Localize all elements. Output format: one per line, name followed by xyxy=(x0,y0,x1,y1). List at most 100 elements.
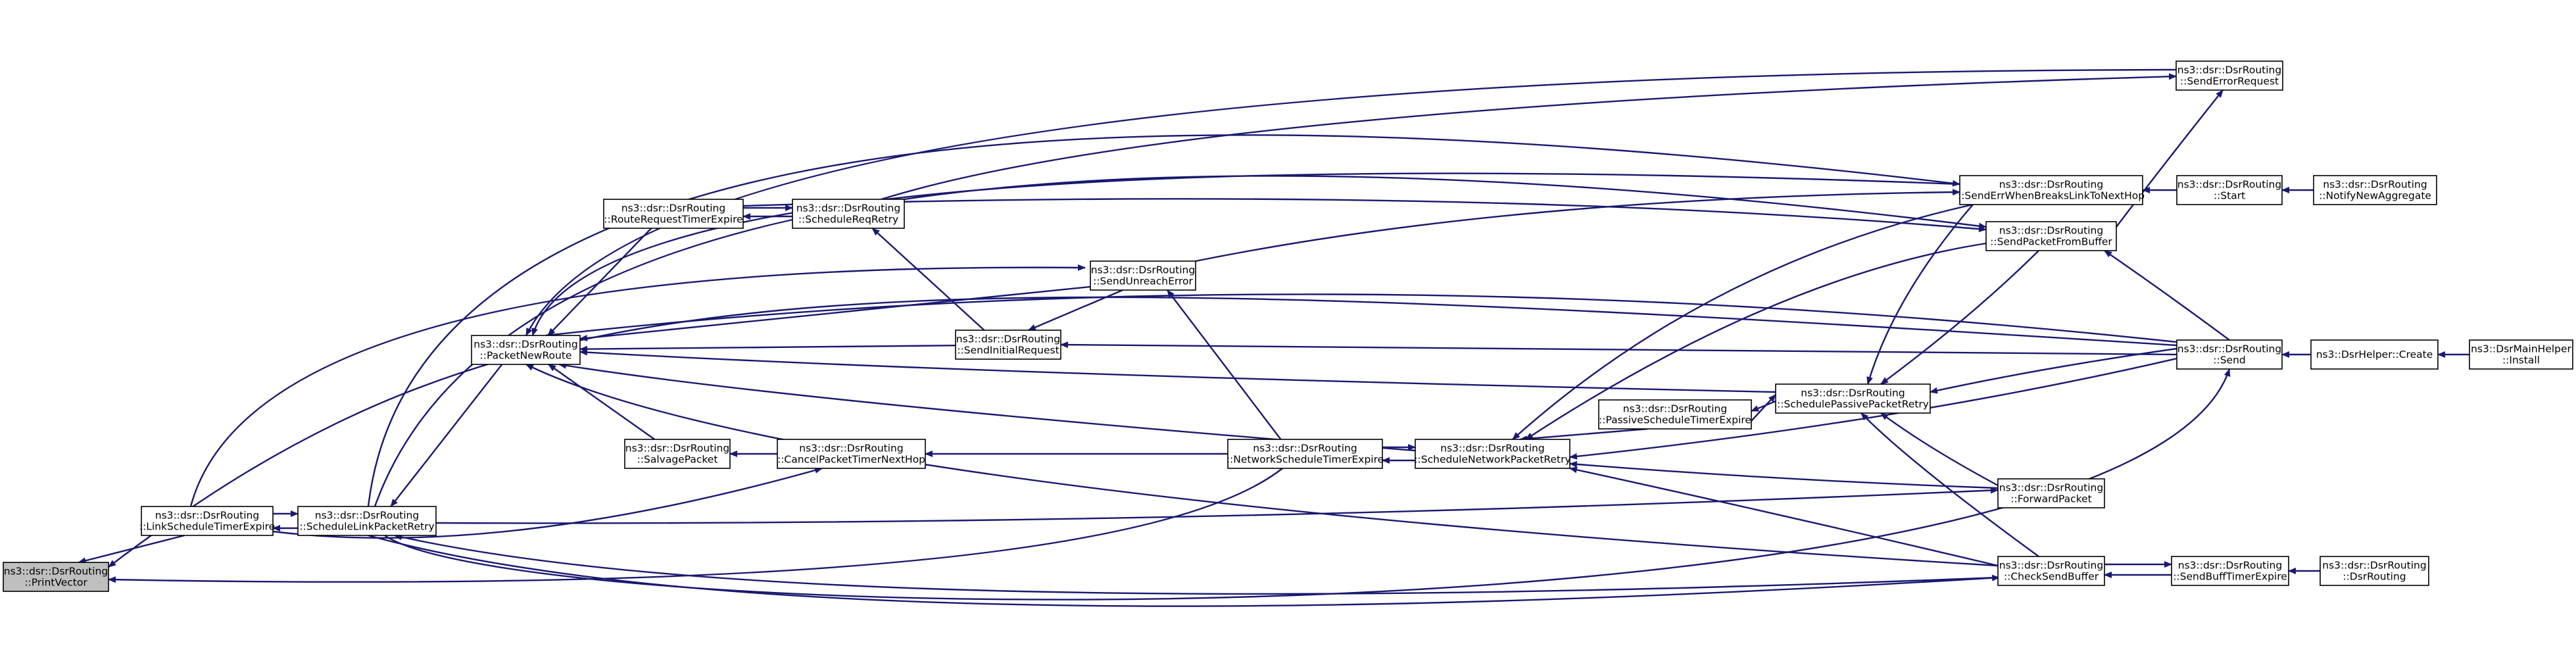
node-label-dsrrouting-1: ::DsrRouting xyxy=(2343,571,2406,583)
node-printvector[interactable]: ns3::dsr::DsrRouting::PrintVector xyxy=(3,562,109,592)
node-label-sendbufftimerexpire-0: ns3::dsr::DsrRouting xyxy=(2178,560,2282,572)
node-box-printvector xyxy=(3,562,109,592)
node-box-schedulepassivepacketretry xyxy=(1775,383,1931,414)
node-box-start xyxy=(2176,175,2283,205)
node-label-dsrrouting-0: ns3::dsr::DsrRouting xyxy=(2322,560,2426,572)
node-dsrrouting[interactable]: ns3::dsr::DsrRouting::DsrRouting xyxy=(2320,556,2429,586)
node-label-sendunreacherror-0: ns3::dsr::DsrRouting xyxy=(1091,264,1195,276)
node-box-dsrmainhelperinstall xyxy=(2469,339,2573,370)
edge-sendpacketfrombuffer-to-schedulepassivepacketretry xyxy=(1880,250,2039,385)
edge-senderrorrequest-to-packetnewroute xyxy=(525,68,2177,336)
node-label-senderrorrequest-0: ns3::dsr::DsrRouting xyxy=(2177,64,2281,76)
node-box-linkscheduletimerexpire xyxy=(141,506,274,536)
node-label-schedulereqretry-1: ::ScheduleReqRetry xyxy=(798,214,898,226)
node-label-notifynewaggregate-0: ns3::dsr::DsrRouting xyxy=(2323,179,2427,191)
edge-checksendbuffer-to-schedulepassivepacketretry xyxy=(1860,412,2039,557)
node-label-routerequesttimerexpire-1: ::RouteRequestTimerExpire xyxy=(604,214,742,226)
node-label-sendpacketfrombuffer-0: ns3::dsr::DsrRouting xyxy=(1999,225,2103,237)
node-sendbufftimerexpire[interactable]: ns3::dsr::DsrRouting::SendBuffTimerExpir… xyxy=(2171,556,2289,586)
node-label-start-0: ns3::dsr::DsrRouting xyxy=(2177,179,2281,191)
node-box-packetnewroute xyxy=(471,335,581,365)
edge-senderrwhenbreakslinktonexthop-to-schedulenetworkpacketretry xyxy=(1512,203,1974,440)
node-label-salvagepacket-0: ns3::dsr::DsrRouting xyxy=(625,443,729,455)
edge-checksendbuffer-to-schedulelinkpacketretry xyxy=(394,533,1999,595)
node-label-schedulepassivepacketretry-0: ns3::dsr::DsrRouting xyxy=(1801,387,1905,399)
node-schedulereqretry[interactable]: ns3::dsr::DsrRouting::ScheduleReqRetry xyxy=(792,199,905,229)
node-label-packetnewroute-1: ::PacketNewRoute xyxy=(480,350,572,362)
node-label-senderrwhenbreakslinktonexthop-1: ::SendErrWhenBreaksLinkToNextHop xyxy=(1958,190,2145,202)
node-forwardpacket[interactable]: ns3::dsr::DsrRouting::ForwardPacket xyxy=(1997,478,2105,508)
node-box-senderrwhenbreakslinktonexthop xyxy=(1959,175,2143,205)
node-schedulepassivepacketretry[interactable]: ns3::dsr::DsrRouting::SchedulePassivePac… xyxy=(1775,383,1931,414)
node-label-dsrmainhelperinstall-1: ::Install xyxy=(2502,355,2540,366)
edge-sendunreacherror-to-sendinitialrequest xyxy=(1027,289,1123,332)
node-label-packetnewroute-0: ns3::dsr::DsrRouting xyxy=(474,339,577,351)
edge-checksendbuffer-to-schedulenetworkpacketretry xyxy=(1569,466,1999,567)
node-passivescheduletimerexpire[interactable]: ns3::dsr::DsrRouting::PassiveScheduleTim… xyxy=(1598,399,1752,430)
node-box-sendinitialrequest xyxy=(955,330,1061,360)
node-sendpacketfrombuffer[interactable]: ns3::dsr::DsrRouting::SendPacketFromBuff… xyxy=(1985,221,2117,251)
node-label-schedulepassivepacketretry-1: ::SchedulePassivePacketRetry xyxy=(1777,399,1929,410)
node-linkscheduletimerexpire[interactable]: ns3::dsr::DsrRouting::LinkScheduleTimerE… xyxy=(139,506,275,536)
node-label-checksendbuffer-1: ::CheckSendBuffer xyxy=(2004,571,2099,583)
node-cancelpackettimernexthop[interactable]: ns3::dsr::DsrRouting::CancelPacketTimerN… xyxy=(777,439,926,469)
node-networkscheduletimerexpire[interactable]: ns3::dsr::DsrRouting::NetworkScheduleTim… xyxy=(1227,439,1384,469)
node-box-sendpacketfrombuffer xyxy=(1985,221,2117,251)
node-label-send-1: ::Send xyxy=(2213,355,2245,366)
node-sendunreacherror[interactable]: ns3::dsr::DsrRouting::SendUnreachError xyxy=(1090,260,1196,291)
node-label-printvector-1: ::PrintVector xyxy=(24,577,87,589)
node-label-dsrhelpercreate-0: ns3::DsrHelper::Create xyxy=(2316,349,2433,360)
node-dsrmainhelperinstall[interactable]: ns3::DsrMainHelper::Install xyxy=(2469,339,2573,370)
edge-sendunreacherror-to-packetnewroute xyxy=(579,285,1091,341)
edge-sendunreacherror-to-senderrwhenbreakslinktonexthop xyxy=(1195,189,1960,262)
node-senderrwhenbreakslinktonexthop[interactable]: ns3::dsr::DsrRouting::SendErrWhenBreaksL… xyxy=(1958,175,2145,205)
node-sendinitialrequest[interactable]: ns3::dsr::DsrRouting::SendInitialRequest xyxy=(955,330,1061,360)
node-box-routerequesttimerexpire xyxy=(603,199,744,229)
node-label-schedulereqretry-0: ns3::dsr::DsrRouting xyxy=(796,203,900,214)
node-send[interactable]: ns3::dsr::DsrRouting::Send xyxy=(2176,339,2283,370)
node-schedulenetworkpacketretry[interactable]: ns3::dsr::DsrRouting::ScheduleNetworkPac… xyxy=(1414,439,1571,469)
edge-sendpacketfrombuffer-to-senderrorrequest xyxy=(2116,89,2224,228)
node-start[interactable]: ns3::dsr::DsrRouting::Start xyxy=(2176,175,2283,205)
edge-passivescheduletimerexpire-to-schedulenetworkpacketretry xyxy=(1519,428,1648,443)
edge-linkscheduletimerexpire-to-cancelpackettimernexthop xyxy=(272,467,823,539)
node-box-sendunreacherror xyxy=(1090,260,1196,291)
node-schedulelinkpacketretry[interactable]: ns3::dsr::DsrRouting::ScheduleLinkPacket… xyxy=(297,506,437,536)
edge-senderrwhenbreakslinktonexthop-to-packetnewroute xyxy=(531,172,1960,336)
node-label-schedulenetworkpacketretry-0: ns3::dsr::DsrRouting xyxy=(1440,443,1544,455)
node-box-schedulenetworkpacketretry xyxy=(1415,439,1570,469)
edge-schedulenetworkpacketretry-to-packetnewroute xyxy=(558,362,1416,452)
node-label-senderrorrequest-1: ::SendErrorRequest xyxy=(2180,76,2279,87)
edge-forwardpacket-to-schedulepassivepacketretry xyxy=(1880,412,1999,487)
node-box-dsrrouting xyxy=(2320,556,2429,586)
node-label-forwardpacket-0: ns3::dsr::DsrRouting xyxy=(1999,482,2103,494)
node-dsrhelpercreate[interactable]: ns3::DsrHelper::Create xyxy=(2310,339,2439,370)
node-senderrorrequest[interactable]: ns3::dsr::DsrRouting::SendErrorRequest xyxy=(2175,61,2283,91)
node-label-networkscheduletimerexpire-0: ns3::dsr::DsrRouting xyxy=(1253,443,1357,455)
node-box-sendbufftimerexpire xyxy=(2171,556,2289,586)
edge-linkscheduletimerexpire-to-sendunreacherror xyxy=(189,264,1086,507)
node-box-send xyxy=(2176,339,2283,370)
node-notifynewaggregate[interactable]: ns3::dsr::DsrRouting::NotifyNewAggregate xyxy=(2313,175,2437,205)
node-checksendbuffer[interactable]: ns3::dsr::DsrRouting::CheckSendBuffer xyxy=(1997,556,2105,586)
edge-send-to-sendpacketfrombuffer xyxy=(2104,250,2230,341)
node-salvagepacket[interactable]: ns3::dsr::DsrRouting::SalvagePacket xyxy=(624,439,731,469)
node-label-sendpacketfrombuffer-1: ::SendPacketFromBuffer xyxy=(1990,236,2112,248)
edge-send-to-sendinitialrequest xyxy=(1060,341,2177,356)
node-box-schedulereqretry xyxy=(792,199,905,229)
node-label-start-1: ::Start xyxy=(2214,190,2245,202)
node-label-linkscheduletimerexpire-1: ::LinkScheduleTimerExpire xyxy=(139,521,275,533)
edge-schedulepassivepacketretry-to-packetnewroute xyxy=(579,349,1776,393)
edge-packetnewroute-to-schedulelinkpacketretry xyxy=(390,364,503,507)
edge-checksendbuffer-to-packetnewroute xyxy=(525,363,1999,567)
node-label-forwardpacket-1: ::ForwardPacket xyxy=(2010,493,2092,505)
node-label-sendunreacherror-1: ::SendUnreachError xyxy=(1093,276,1193,287)
node-label-schedulelinkpacketretry-0: ns3::dsr::DsrRouting xyxy=(315,510,419,522)
node-box-passivescheduletimerexpire xyxy=(1598,399,1752,430)
node-box-senderrorrequest xyxy=(2175,61,2283,91)
node-label-cancelpackettimernexthop-1: ::CancelPacketTimerNextHop xyxy=(777,454,925,466)
node-packetnewroute[interactable]: ns3::dsr::DsrRouting::PacketNewRoute xyxy=(471,335,581,365)
node-label-schedulelinkpacketretry-1: ::ScheduleLinkPacketRetry xyxy=(299,521,434,533)
node-routerequesttimerexpire[interactable]: ns3::dsr::DsrRouting::RouteRequestTimerE… xyxy=(603,199,744,229)
node-label-notifynewaggregate-1: ::NotifyNewAggregate xyxy=(2319,190,2431,202)
